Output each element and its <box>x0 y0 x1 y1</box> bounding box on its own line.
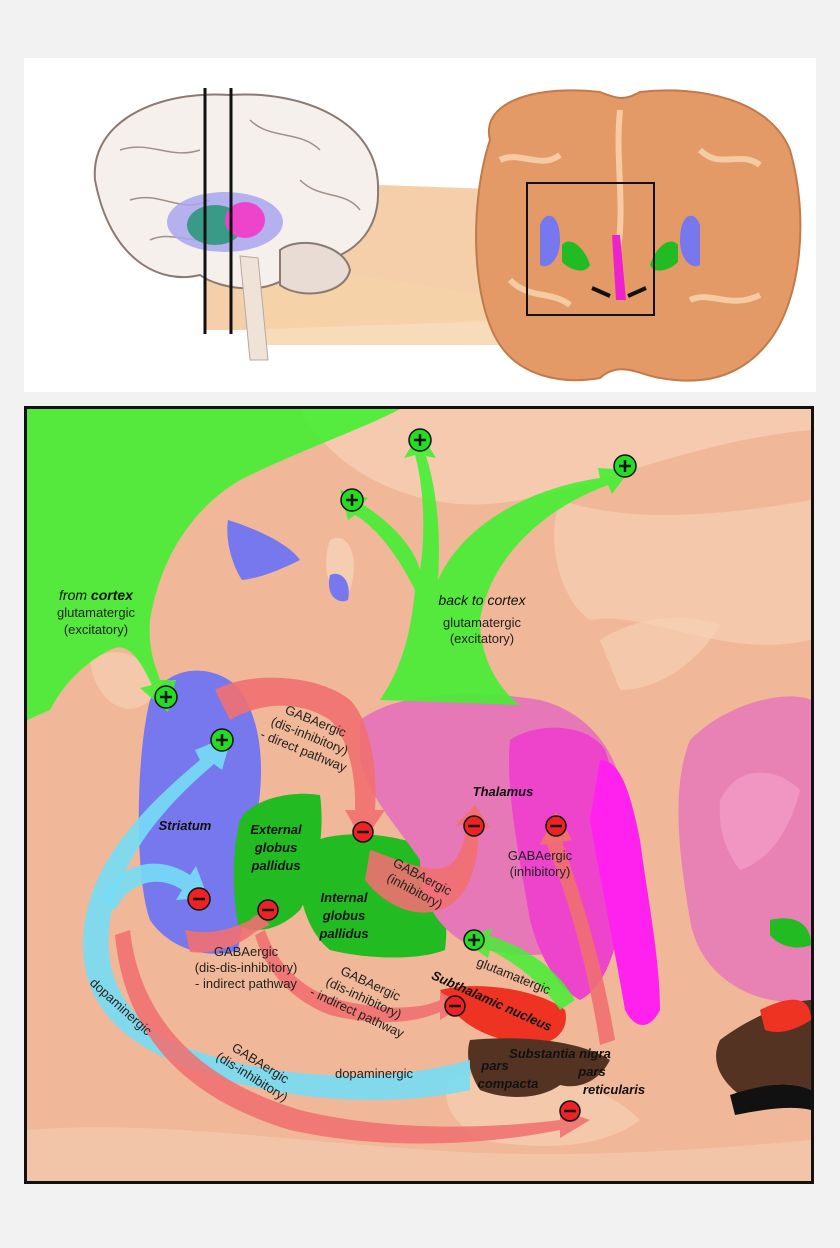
dopaminergic-bottom-label: dopaminergic <box>335 1066 414 1081</box>
indirect-a-label-2: (dis-dis-inhibitory) <box>195 960 298 975</box>
from-cortex-type: glutamatergic <box>57 605 136 620</box>
minus-icon <box>545 815 567 837</box>
back-to-cortex-label: back to cortex <box>438 592 526 608</box>
plus-icon <box>463 929 485 951</box>
indirect-arrow-a <box>185 915 270 953</box>
midline-magenta-region <box>590 760 660 1025</box>
indirect-arrow-b <box>255 930 465 1023</box>
overview-illustration <box>93 88 802 382</box>
external-gp-label-2: globus <box>254 840 298 855</box>
pars-compacta-label-1: pars <box>480 1058 508 1073</box>
bottom-gaba-arrow <box>115 930 590 1144</box>
indirect-a-label-3: - indirect pathway <box>195 976 297 991</box>
overview-panel <box>24 58 816 392</box>
snr-thalamus-arrow <box>545 835 615 1045</box>
gpi-thalamus-arrow <box>365 805 490 913</box>
plus-icon <box>210 728 234 752</box>
ventricle-shape <box>227 520 300 580</box>
stn-gpi-arrow <box>462 928 575 1010</box>
internal-gp-label-1: Internal <box>321 890 368 905</box>
basal-ganglia-diagram: from cortex glutamatergic (excitatory) b… <box>24 406 814 1184</box>
coronal-slice-icon <box>475 89 802 382</box>
cortex-output-arrow <box>340 432 630 705</box>
ventricle-tip <box>328 573 349 602</box>
plus-icon <box>613 454 637 478</box>
minus-icon <box>463 815 485 837</box>
minus-icon <box>559 1100 581 1122</box>
external-gp-label-1: External <box>250 822 302 837</box>
back-type: glutamatergic <box>443 615 522 630</box>
pars-reticularis-label-1: pars <box>577 1064 605 1079</box>
substantia-nigra-label: Substantia nigra <box>509 1046 611 1061</box>
internal-gp-label-2: globus <box>322 908 366 923</box>
minus-icon <box>352 821 374 843</box>
substantia-nigra-region <box>468 1038 610 1097</box>
minus-icon <box>444 995 466 1017</box>
back-effect: (excitatory) <box>450 631 514 646</box>
pars-reticularis-label-2: reticularis <box>583 1082 645 1097</box>
subthalamic-region <box>440 986 566 1045</box>
from-cortex-label: from cortex <box>59 587 134 603</box>
thalamus-gaba-label: GABAergic <box>508 848 573 863</box>
dopaminergic-arrow-2 <box>100 863 208 910</box>
minus-icon <box>257 899 279 921</box>
thalamus-gaba-effect: (inhibitory) <box>510 864 571 879</box>
lateral-brain-icon <box>93 93 380 361</box>
cortex-input-arrow <box>27 409 400 720</box>
pars-compacta-label-2: compacta <box>478 1076 539 1091</box>
plus-icon <box>154 685 178 709</box>
pathway-diagram: from cortex glutamatergic (excitatory) b… <box>27 409 811 1181</box>
internal-gp-label-3: pallidus <box>318 926 368 941</box>
from-cortex-effect: (excitatory) <box>64 622 128 637</box>
thalamus-label: Thalamus <box>473 784 534 799</box>
plus-icon <box>408 428 432 452</box>
indirect-a-label-1: GABAergic <box>214 944 279 959</box>
minus-icon <box>187 887 211 911</box>
external-gp-region <box>233 793 322 930</box>
plus-icon <box>340 488 364 512</box>
external-gp-label-3: pallidus <box>250 858 300 873</box>
zoom-box <box>526 182 655 316</box>
direct-pathway-arrow <box>215 677 385 842</box>
striatum-label: Striatum <box>159 818 212 833</box>
